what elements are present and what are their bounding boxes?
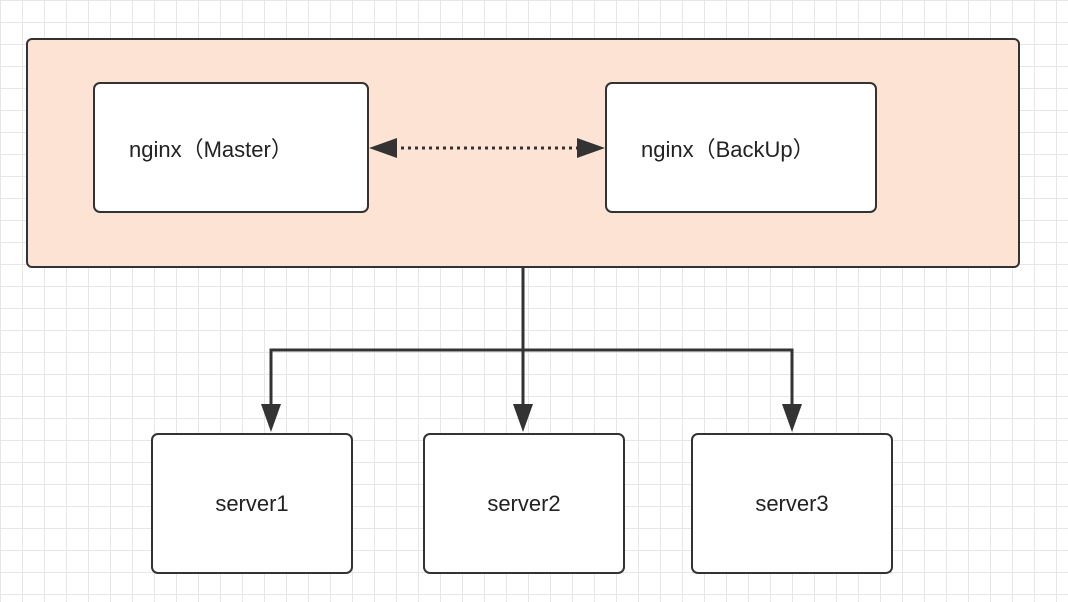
nginx-backup-label: nginx（BackUp） [641, 136, 815, 162]
server2-node: server2 [423, 433, 625, 574]
server1-node: server1 [151, 433, 353, 574]
nginx-backup-node: nginx（BackUp） [605, 82, 877, 213]
arrowhead-server2 [513, 404, 533, 432]
branch-line [269, 348, 794, 408]
nginx-master-label: nginx（Master） [129, 136, 293, 162]
server3-label: server3 [755, 490, 829, 516]
server1-label: server1 [215, 490, 289, 516]
arrowhead-server3 [782, 404, 802, 432]
arrowhead-server1 [261, 404, 281, 432]
nginx-master-node: nginx（Master） [93, 82, 369, 213]
server2-label: server2 [487, 490, 561, 516]
server3-node: server3 [691, 433, 893, 574]
